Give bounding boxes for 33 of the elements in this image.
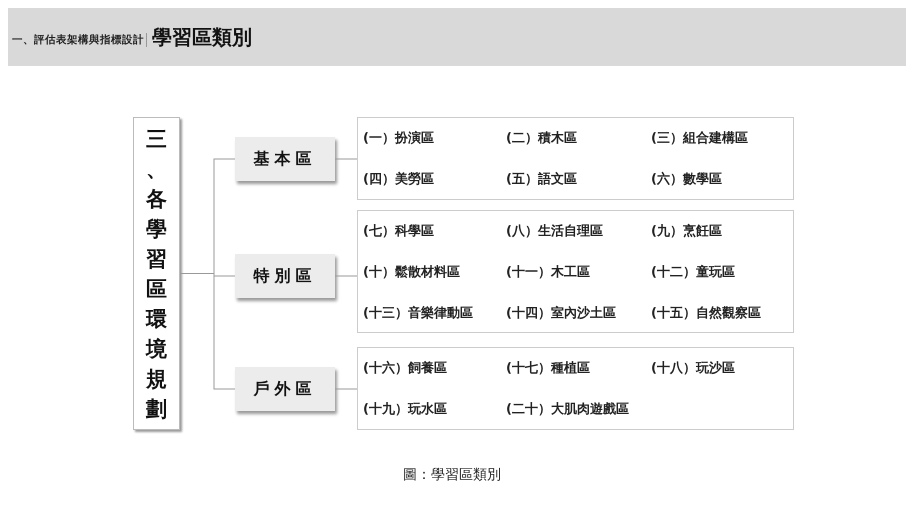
list-item: (一）扮演區 xyxy=(363,130,434,147)
category-box: 戶外區 xyxy=(235,367,335,411)
list-item: (十四）室內沙土區 xyxy=(506,304,616,322)
list-item: (十六）飼養區 xyxy=(363,360,447,377)
list-item: (十七）種植區 xyxy=(506,360,590,377)
list-item: (二十）大肌肉遊戲區 xyxy=(506,401,629,418)
list-item: (十三）音樂律動區 xyxy=(363,304,473,322)
list-box xyxy=(357,347,794,430)
list-item: (十九）玩水區 xyxy=(363,401,447,418)
list-item: (二）積木區 xyxy=(506,130,577,147)
title-box: 三、各學習區環境規劃 xyxy=(133,117,180,430)
list-item: (四）美勞區 xyxy=(363,170,434,188)
header-subtitle: 一、評估表架構與指標設計 xyxy=(12,33,144,47)
list-item: (六）數學區 xyxy=(651,170,722,188)
list-item: (十八）玩沙區 xyxy=(651,360,735,377)
category-box: 基本區 xyxy=(235,137,335,181)
connector-line xyxy=(180,273,236,390)
page-title: 學習區類別 xyxy=(152,24,252,51)
list-item: (十）鬆散材料區 xyxy=(363,264,460,280)
list-item: (十二）童玩區 xyxy=(651,264,735,280)
list-item: (八）生活自理區 xyxy=(506,222,603,240)
list-item: (十一）木工區 xyxy=(506,264,590,280)
list-item: (三）組合建構區 xyxy=(651,130,748,147)
list-box xyxy=(357,210,794,333)
list-item: (十五）自然觀察區 xyxy=(651,304,761,322)
connector-line xyxy=(334,158,358,160)
figure-caption: 圖：學習區類別 xyxy=(403,466,501,484)
list-box xyxy=(357,117,794,200)
category-box: 特別區 xyxy=(235,254,335,298)
connector-line xyxy=(334,388,358,390)
list-item: (五）語文區 xyxy=(506,170,577,188)
list-item: (七）科學區 xyxy=(363,222,434,240)
list-item: (九）烹飪區 xyxy=(651,222,722,240)
